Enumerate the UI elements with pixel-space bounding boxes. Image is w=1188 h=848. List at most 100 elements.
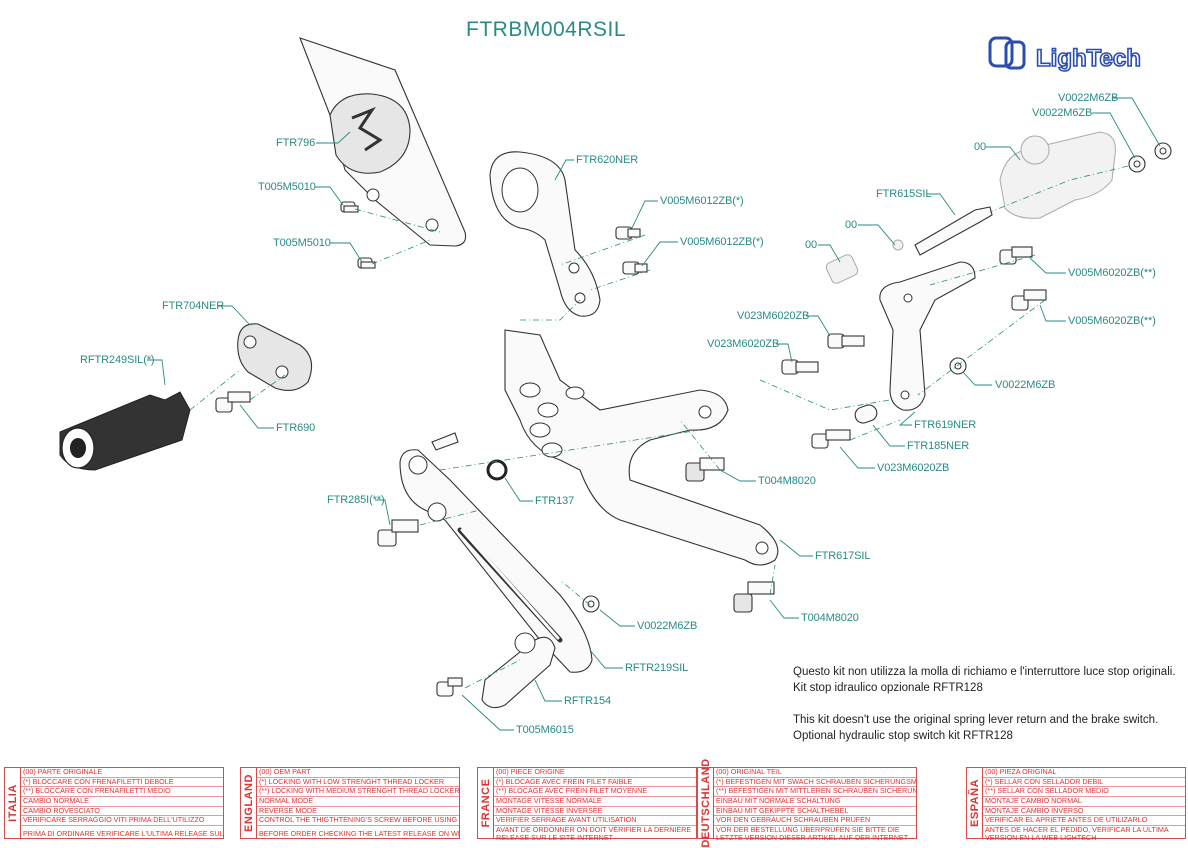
oem-clevis-ghost (825, 239, 904, 284)
legend-row: AVANT DE ORDONNER ON DOIT VÉRIFIER LA DE… (496, 826, 692, 842)
label-oem-pin: 00 (845, 219, 858, 231)
legend-row: VOR DEN GEBRAUCH SCHRAUBEN PRUFEN (714, 816, 916, 827)
label-ftr620ner: FTR620NER (576, 154, 639, 166)
assembly-axes (189, 165, 1129, 689)
legend-row: EINBAU MIT GEKIPPTE SCHALTHEBEL (714, 807, 916, 817)
seal (486, 459, 508, 481)
legend-row: VERIFICAR EL APRIETE ANTES DE UTILIZARLO (983, 816, 1185, 827)
label-ftr615sil: FTR615SIL (876, 188, 932, 200)
bolt-v005m6012-b (622, 261, 648, 275)
label-v005m6012-a: V005M6012ZB(*) (660, 195, 744, 207)
legend-row: (00) PARTE ORIGINALE (21, 768, 223, 778)
legend-row: BEFORE ORDER CHECKING THE LATEST RELEASE… (259, 829, 459, 839)
label-v005m6020-a: V005M6020ZB(**) (1068, 267, 1156, 279)
bolt-t005m6015 (436, 677, 463, 697)
legend-lang: ENGLAND (242, 774, 255, 832)
nut-v0022m6zb-b (1128, 155, 1146, 173)
legend-deutschland: DEUTSCHLAND (00) ORIGINAL TEIL (*) BEFES… (697, 758, 917, 848)
push-rod (914, 206, 993, 256)
exploded-diagram: .p { fill:#fafafa; stroke:#333; stroke-w… (59, 37, 1172, 731)
legend-row: (**) BLOCAGE AVEC FREIN FILET MOYENNE (494, 787, 696, 798)
bolt-t004m8020-b (733, 581, 775, 613)
note-english-1: This kit doesn't use the original spring… (793, 714, 1159, 726)
legend-row: (*) BEFESTIGEN MIT SWACH SCHRAUBEN SICHE… (714, 777, 916, 788)
legend-row: REVERSE MODE (257, 807, 459, 817)
bolt-v005m6012-a (615, 226, 641, 240)
bolt-v005m6020-b (1011, 289, 1047, 311)
legend-row: ANTES DE HACER EL PEDIDO, VERIFICAR LA U… (985, 826, 1169, 842)
bolts (215, 142, 1172, 697)
legend-england: ENGLAND (00) OEM PART (*) LOCKING WITH L… (240, 767, 460, 839)
heel-guard-plate (299, 37, 467, 247)
diagram-title: FTRBM004RSIL (466, 18, 627, 41)
label-rftr249sil: RFTR249SIL(*) (80, 354, 155, 366)
label-t005m5010-a: T005M5010 (258, 181, 316, 193)
legend-france: FRANCE (00) PIECE ORIGINE (*) BLOCAGE AV… (477, 767, 697, 842)
label-ftr137: FTR137 (535, 495, 575, 507)
legend-row: MONTAJE CAMBIO INVERSO (983, 807, 1185, 817)
legend-row: (*) SELLAR CON SELLADOR DEBIL (983, 778, 1185, 788)
legend-espana: ESPAÑA (00) PIEZA ORIGINAL (*) SELLAR CO… (966, 767, 1186, 842)
label-v005m6020-b: V005M6020ZB(**) (1068, 315, 1156, 327)
legend-row: MONTAGE VITESSE INVERSEE (494, 807, 696, 817)
label-v0022m6zb-b: V0022M6ZB (1032, 107, 1093, 119)
label-t004m8020-a: T004M8020 (758, 475, 816, 487)
legend-row: (*) BLOCAGE AVEC FREIN FILET FAIBLE (494, 778, 696, 788)
brake-lever (399, 432, 593, 673)
legend-lang: FRANCE (479, 778, 492, 828)
upper-bracket (489, 151, 601, 317)
label-ftr619ner: FTR619NER (914, 419, 977, 431)
legend-row: NORMAL MODE (257, 797, 459, 807)
label-v023m6020-b: V023M6020ZB (707, 338, 780, 350)
note-italian-1: Questo kit non utilizza la molla di rich… (793, 666, 1176, 678)
legend-row: (**) BLOCCARE CON FRENAFILETTI MEDIO (21, 787, 223, 798)
label-rftr219sil: RFTR219SIL (625, 662, 689, 674)
note-english-2: Optional hydraulic stop switch kit RFTR1… (793, 730, 1013, 742)
nut-v0022m6zb-a (1154, 142, 1172, 160)
bolt-ftr285i (377, 519, 419, 547)
legend-row: (00) OEM PART (257, 768, 459, 778)
label-v023m6020-c: V023M6020ZB (877, 462, 950, 474)
legend-row: VERIFICARE SERRAGGIO VITI PRIMA DELL'UTI… (21, 816, 223, 827)
legend-row: MONTAGE VITESSE NORMALE (494, 797, 696, 807)
master-cylinder-ghost (999, 131, 1116, 219)
legend-row: (**) BEFESTIGEN MIT MITTLEREN SCHRAUBEN … (714, 787, 916, 798)
legend-row: CONTROL THE THIGTHTENING'S SCREW BEFORE … (257, 816, 459, 827)
label-ftr704ner: FTR704NER (162, 300, 225, 312)
bolt-v023m6020-a (827, 333, 865, 349)
label-rftr154: RFTR154 (564, 695, 611, 707)
bolt-ftr690 (215, 391, 251, 413)
legend-lang: ITALIA (6, 784, 19, 822)
legend-italia: ITALIA (00) PARTE ORIGINALE (*) BLOCCARE… (4, 767, 224, 839)
label-ftr796: FTR796 (276, 137, 316, 149)
footpeg-bracket (237, 323, 313, 391)
brake-peg (481, 632, 556, 709)
legend-row: CAMBIO NORMALE (21, 797, 223, 807)
legend-row: (*) BLOCCARE CON FRENAFILETTI DEBOLE (21, 778, 223, 788)
nut-v0022m6zb-d (582, 595, 600, 613)
label-oem-master-cylinder: 00 (974, 141, 987, 153)
rider-footpeg (59, 391, 191, 471)
legend-row: (00) ORIGINAL TEIL (714, 768, 916, 778)
label-ftr617sil: FTR617SIL (815, 550, 871, 562)
legend-row: CAMBIO ROVESCIATO (21, 807, 223, 817)
bolt-v023m6020-b (781, 359, 819, 375)
legend-row: EINBAU MIT NORMALE SCHALTUNG (714, 797, 916, 807)
legend-row: (00) PIEZA ORIGINAL (983, 768, 1185, 778)
nut-v0022m6zb-c (949, 357, 967, 375)
label-ftr285i: FTR285I(**) (327, 494, 385, 506)
legend-row: (00) PIECE ORIGINE (494, 768, 696, 778)
legend-row: (**) LOCKING WITH MEDIUM STRENGHT THREAD… (257, 787, 459, 798)
bolt-t005m5010-a (340, 201, 359, 213)
legend-lang: ESPAÑA (968, 778, 981, 828)
bolt-v005m6020-a (999, 246, 1033, 265)
brake-bracket (879, 261, 976, 411)
lightech-logo: LighTech (988, 34, 1168, 74)
label-t005m6015: T005M6015 (516, 724, 574, 736)
label-v005m6012-b: V005M6012ZB(*) (680, 236, 764, 248)
label-v0022m6zb-a: V0022M6ZB (1058, 92, 1119, 104)
label-t005m5010-b: T005M5010 (273, 237, 331, 249)
label-oem-clevis: 00 (805, 239, 818, 251)
legend-row: VERIFIER SERRAGE AVANT UTILISATION (494, 816, 696, 827)
legend-row: (*) LOCKING WITH LOW STRENGHT THREAD LOC… (257, 778, 459, 788)
